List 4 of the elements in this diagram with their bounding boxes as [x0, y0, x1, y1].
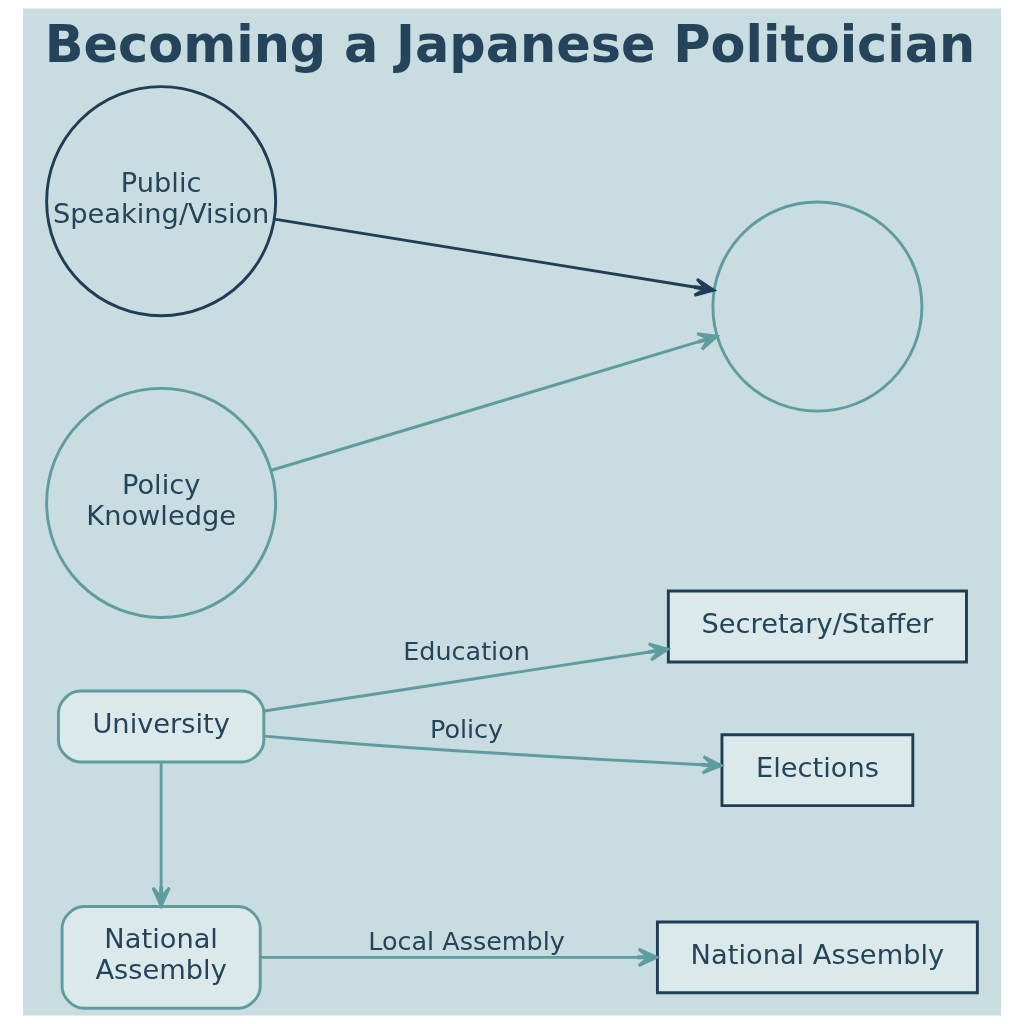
diagram-title: Becoming a Japanese Politoician — [44, 14, 976, 74]
edge-label: Policy — [429, 713, 504, 744]
edge-label: Education — [403, 635, 530, 666]
edge-label: Local Assembly — [368, 926, 565, 957]
